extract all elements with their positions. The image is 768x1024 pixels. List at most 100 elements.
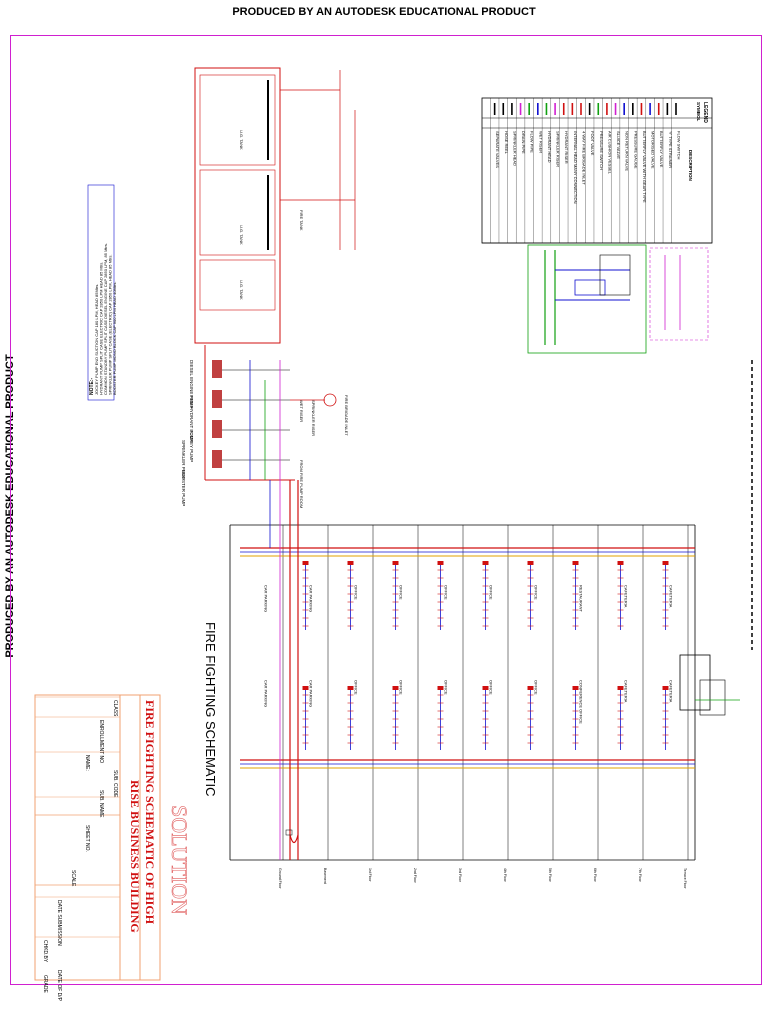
title-block-label: SUB. NAME [98,790,104,818]
zone-label-right: OFFICE [399,680,404,695]
legend-col-desc: DESCRIPTION [688,150,693,181]
floor-valve [527,686,534,690]
legend-heading: LEGEND [702,102,708,123]
legend-description: HOSE REEL [504,131,509,155]
pump-label: JOCKEY PUMP [189,430,194,462]
floor-valve [392,561,399,565]
pump-room-detail [527,244,709,354]
legend-rows: FLOW SWITCH 'Y' TYPE STRAINER BUTTERFLY VA… [490,98,682,243]
legend-description: BUTTERFLY VALVE [659,131,664,168]
level-label: 7th Floor [638,868,642,883]
note-item: COMMON STANDBY PUMP SPLIT CASE DIESEL EN… [103,243,108,395]
floor-valve [437,561,444,565]
level-label: 6th Floor [593,868,597,883]
solution-stamp: SOLUTION [167,805,192,915]
callout-label: FIRE BRIGADE INLET [344,395,349,436]
top-watermark: PRODUCED BY AN AUTODESK EDUCATIONAL PROD… [232,6,536,18]
legend-description: 4 WAY FIRE BRIGADE INLET [582,131,587,185]
legend-description: SPRINKLER HEAD [512,131,517,166]
zone-label-left: OFFICE [444,585,449,600]
level-labels: Ground Floor Basement 1st Floor 2nd Floor 3r… [278,868,687,889]
zone-label-left: CAFETERIA [669,585,674,608]
schematic-title: FIRE FIGHTING SCHEMATIC [203,622,218,797]
zone-label-left: CAR PARKING [309,585,314,612]
level-label: 5th Floor [548,868,552,883]
zone-label-right: OFFICE [444,680,449,695]
callout-label: FROM FIRE PUMP ROOM [299,460,304,508]
zone-labels: CAR PARKING CAR PARKING OFFICE OFFICE OFFICE… [264,585,674,724]
sprinkler-branches [302,561,669,750]
floor-valve [482,686,489,690]
floor-valve [617,686,624,690]
zone-label-left: OFFICE [354,585,359,600]
zone-label-right: CAFETERIA [624,680,629,703]
notes-heading: NOTE:- [89,377,95,395]
title-block: CLASS SUB. CODE ENROLLMENT NO SUB. NAME NAME… [34,694,161,1002]
level-label: Ground Floor [278,868,282,889]
floor-valve [617,561,624,565]
callout-label: WET RISER [299,400,304,422]
level-label: 3rd Floor [458,868,462,883]
level-label: 2nd Floor [413,868,417,884]
floor-valve [302,561,309,565]
legend-description: FLOW SWITCH [677,131,682,160]
zone-label-right: OFFICE [354,680,359,695]
title-block-label: NAME: [84,755,90,771]
legend-description: NON RETURN VALVE [625,131,630,171]
zone-label-left: RESTAURANT [579,585,584,612]
legend-description: HYDRANT RISER [564,131,569,164]
drawing-frame [10,35,762,985]
legend-description: FOOT VALVE [590,131,595,156]
title-block-label: ENROLLMENT NO [98,720,104,763]
title-block-label: CLASS [112,700,118,717]
zone-label-right: CAFETERIA [669,680,674,703]
tank-label: U.G. TANK [239,280,244,300]
tank-label: U.G. TANK [239,225,244,245]
floor-valve [482,561,489,565]
title-block-label: DATE OF D/P [56,970,62,1002]
floor-valve [302,686,309,690]
level-label: 4th Floor [503,868,507,883]
zone-label-left: OFFICE [399,585,404,600]
level-label: 1st Floor [368,868,372,882]
level-label: Terrace Floor [683,868,687,889]
zone-label-right: CONFERENCE OFFICE [579,680,584,724]
legend-description: 'Y' TYPE STRAINER [668,131,673,168]
legend-description: SEPARATE VALVES [495,131,500,168]
callout-label: SPRINKLER RISER [311,400,316,436]
notes-box: NOTE:- JOCKEY PUMP END SUCTION CAP 180 L… [87,184,117,401]
pump-label: FIRE HYDRANT PUMP [189,395,194,442]
tank-group [194,67,356,344]
title-block-label: GRADE [42,975,48,993]
project-title-line2: RISE BUSINESS BUILDING [128,780,142,933]
title-block-label: CHKD.BY [42,940,48,963]
legend-description: WET RISER [538,131,543,153]
pump-label: BOOSTER PUMP [181,470,186,506]
pump-label: SPRINKLER PUMP [181,440,186,480]
title-block-label: DATE SUBMISSION [56,900,62,946]
zone-label-left: OFFICE [489,585,494,600]
level-label: Basement [323,868,327,884]
tank-label: U.G. TANK [239,130,244,150]
tank-labels: U.G. TANK U.G. TANK U.G. TANK FIRE TANK [239,130,304,300]
legend-table: FLOW SWITCH 'Y' TYPE STRAINER BUTTERFLY VA… [481,97,713,244]
title-block-label: SCALE [70,870,76,887]
zone-label-right: OFFICE [534,680,539,695]
legend-description: MOTORISED VALVE [651,131,656,169]
legend-description: FLOW PIPE [530,131,535,153]
note-item: HYDRANT PUMP SPLIT CASE ELECTRIC CAP 285… [99,262,104,395]
floor-valve [662,686,669,690]
title-block-rows: CLASS SUB. CODE ENROLLMENT NO SUB. NAME NAME… [35,696,120,1002]
zone-label-right: CAR PARKING [264,680,269,707]
legend-description: DRAIN PIPE [521,131,526,154]
legend-description: INTERNAL HEAD MANY CONNECTION [573,131,578,204]
floor-valve [527,561,534,565]
floor-valve [572,686,579,690]
legend-col-symbol: SYMBOL [696,102,701,122]
title-block-label: SUB. CODE [112,770,118,798]
floor-valve [662,561,669,565]
floor-lines [282,525,689,860]
legend-description: PRESSURE SWITCH [599,131,604,170]
legend-description: AIR CUSHION VESSEL [607,131,612,175]
